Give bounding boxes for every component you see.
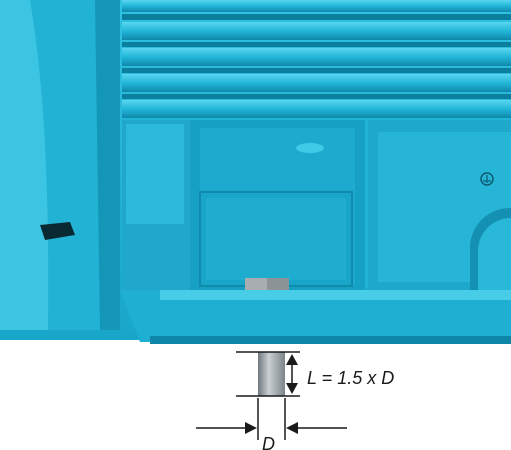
- terminal-block-face: [206, 198, 346, 280]
- dimension-lines: [196, 351, 347, 440]
- end-cover-shade: [0, 0, 49, 330]
- length-label: L = 1.5 x D: [307, 368, 394, 388]
- base-foot: [120, 290, 511, 342]
- mounting-pin: [258, 352, 285, 396]
- base-foot-bottom: [150, 336, 511, 344]
- latch: [40, 222, 75, 240]
- ground-icon: [480, 172, 494, 186]
- left-panel-face: [126, 124, 184, 224]
- dimension-arrowheads: [245, 354, 298, 434]
- diameter-label: D: [262, 434, 275, 450]
- base-foot-top: [160, 290, 511, 300]
- screw-hole: [296, 143, 324, 153]
- cooling-fins: [122, 0, 511, 118]
- end-cover-edge: [95, 0, 120, 330]
